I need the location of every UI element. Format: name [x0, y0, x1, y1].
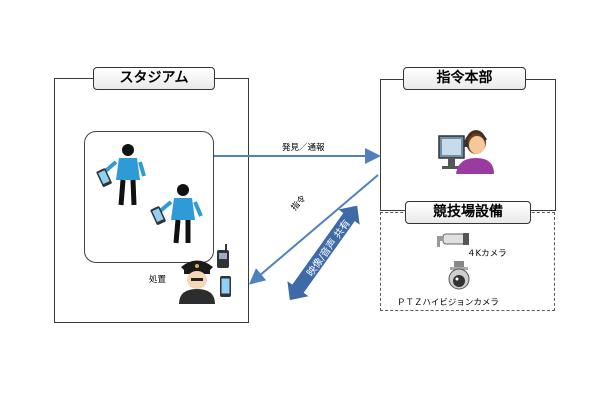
stadium-panel	[54, 78, 249, 323]
radio-icon	[217, 244, 229, 268]
report-label: 発見／通報	[282, 143, 325, 153]
equipment-panel	[380, 212, 555, 311]
smartphone-icon	[96, 168, 112, 187]
ptz-dome-camera-icon	[448, 261, 470, 290]
camera-4k-label: ４Kカメラ	[467, 249, 507, 259]
staff-area	[84, 131, 214, 263]
command-arrow	[248, 174, 379, 285]
camera-ptz-label: ＰＴＺハイビジョンカメラ	[397, 298, 499, 308]
operator-headset-icon	[438, 130, 494, 174]
action-label: 処置	[149, 275, 167, 285]
staff-person-icon	[100, 144, 146, 206]
equipment-title: 競技場設備	[405, 201, 531, 224]
share-double-arrow	[287, 205, 360, 301]
security-guard-icon	[179, 260, 215, 304]
hq-title: 指令本部	[403, 67, 526, 90]
smartphone-icon	[150, 206, 166, 225]
smartphone-icon	[220, 276, 231, 297]
stadium-title: スタジアム	[93, 67, 215, 90]
bullet-camera-icon	[437, 233, 469, 247]
staff-person-icon	[157, 184, 203, 244]
